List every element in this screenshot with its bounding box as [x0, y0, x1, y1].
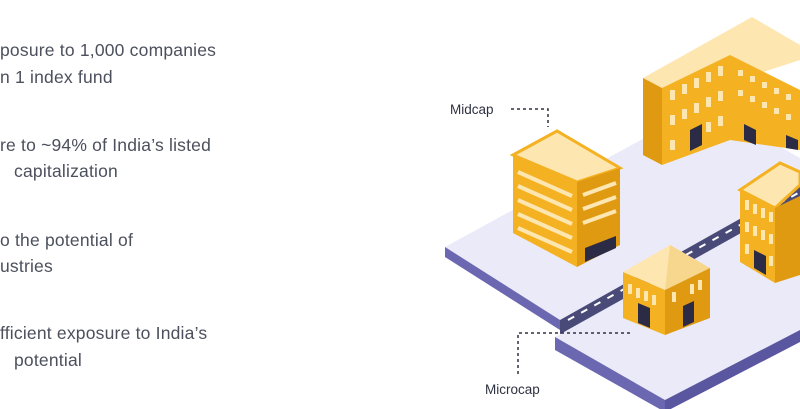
microcap-leader-line: [517, 332, 630, 376]
microcap-building: [623, 245, 710, 335]
benefit-2-line-2: capitalization: [14, 161, 118, 181]
largecap-building: [643, 17, 800, 165]
midcap-label: Midcap: [450, 102, 494, 117]
benefit-1-line-1: posure to 1,000 companies: [0, 40, 217, 60]
microcap-label: Microcap: [485, 382, 540, 397]
benefit-1-line-2: n 1 index fund: [0, 67, 113, 87]
benefit-4-line-1: fficient exposure to India’s: [0, 323, 208, 343]
midcap-building: [509, 129, 624, 267]
benefit-3-line-1: o the potential of: [0, 230, 134, 250]
smallcap-building: [737, 161, 800, 283]
benefit-3-line-2: ustries: [0, 256, 53, 276]
benefit-2-line-1: re to ~94% of India’s listed: [0, 135, 212, 155]
door: [690, 124, 702, 151]
midcap-leader-line: [511, 108, 549, 127]
benefit-4-line-2: potential: [14, 350, 82, 370]
